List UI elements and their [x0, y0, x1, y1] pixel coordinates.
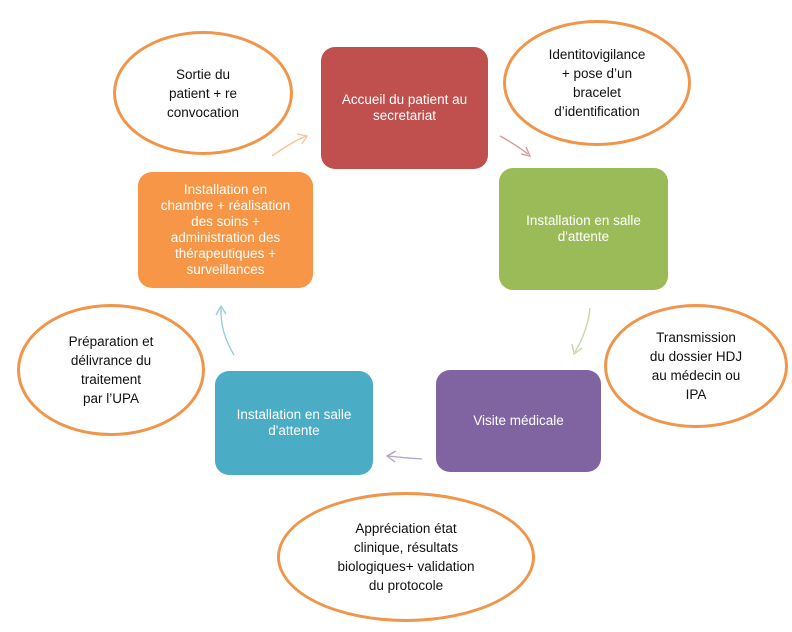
note-sortie-oval: Sortie du patient + re convocation	[113, 31, 293, 155]
note-identitovigilance-text: Identitovigilance + pose d’un bracelet d…	[548, 47, 646, 119]
arrow-attente-to-installation	[215, 304, 235, 356]
step-salle-attente-label: Installation en salle d'attente	[526, 213, 641, 244]
note-appreciation-oval: Appréciation état clinique, résultats bi…	[277, 492, 535, 622]
note-transmission-oval: Transmission du dossier HDJ au médecin o…	[604, 304, 788, 428]
note-preparation-text: Préparation et délivrance du traitement …	[68, 334, 154, 406]
step-salle-attente-box: Installation en salle d'attente	[499, 168, 668, 290]
arrow-installation-to-accueil	[271, 133, 309, 157]
step-installation-chambre-box: Installation en chambre + réalisation de…	[138, 172, 313, 288]
arrow-visite-to-attente	[385, 450, 423, 463]
arrow-attente-to-visite	[571, 307, 591, 356]
note-sortie-text: Sortie du patient + re convocation	[166, 66, 240, 120]
arrow-accueil-to-attente	[499, 135, 532, 157]
note-preparation-oval: Préparation et délivrance du traitement …	[17, 304, 205, 436]
step-accueil-label: Accueil du patient au secretariat	[341, 92, 468, 123]
note-transmission-text: Transmission du dossier HDJ au médecin o…	[649, 330, 743, 402]
note-appreciation-text: Appréciation état clinique, résultats bi…	[337, 521, 475, 593]
step-installation-chambre-label: Installation en chambre + réalisation de…	[160, 182, 291, 277]
step-salle-attente-2-box: Installation en salle d'attente	[215, 371, 373, 475]
note-identitovigilance-oval: Identitovigilance + pose d’un bracelet d…	[503, 20, 691, 146]
step-accueil-box: Accueil du patient au secretariat	[321, 47, 488, 169]
step-visite-medicale-box: Visite médicale	[436, 370, 601, 472]
step-visite-medicale-label: Visite médicale	[473, 413, 564, 428]
step-salle-attente-2-label: Installation en salle d'attente	[236, 407, 352, 438]
